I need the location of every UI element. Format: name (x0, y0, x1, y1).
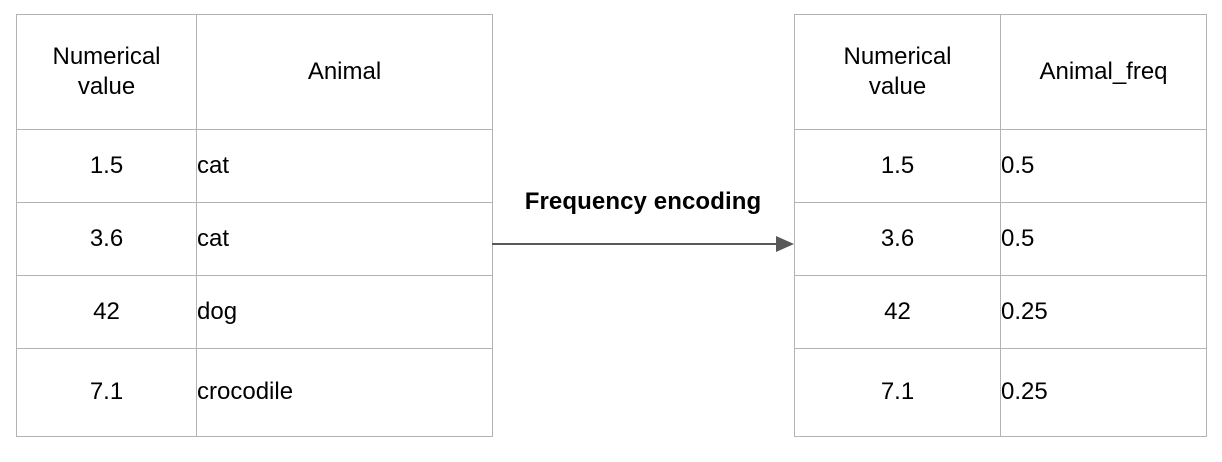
right-arrow-icon (492, 236, 794, 252)
encoded-cell-value: 1.5 (794, 129, 1001, 203)
encoded-cell-freq: 0.5 (1000, 129, 1207, 203)
transformation-arrow-group: Frequency encoding (492, 188, 794, 266)
header-line-2: value (868, 73, 927, 100)
encoded-cell-freq: 0.25 (1000, 275, 1207, 349)
encoded-cell-value: 3.6 (794, 202, 1001, 276)
source-header-numerical-value: Numerical value (16, 14, 197, 130)
source-cell-value: 42 (16, 275, 197, 349)
table-header-row: Numerical value Animal_freq (794, 14, 1207, 130)
table-row: 42 0.25 (794, 275, 1207, 349)
source-header-animal: Animal (196, 14, 493, 130)
source-cell-value: 1.5 (16, 129, 197, 203)
arrow-label: Frequency encoding (524, 188, 762, 215)
table-row: 42 dog (16, 275, 493, 349)
source-cell-animal: dog (196, 275, 493, 349)
source-cell-value: 3.6 (16, 202, 197, 276)
table-row: 3.6 cat (16, 202, 493, 276)
source-cell-animal: crocodile (196, 348, 493, 437)
source-table: Numerical value Animal 1.5 cat 3.6 cat 4… (16, 14, 493, 437)
encoded-header-numerical-value: Numerical value (794, 14, 1001, 130)
encoded-cell-value: 7.1 (794, 348, 1001, 437)
source-cell-value: 7.1 (16, 348, 197, 437)
table-row: 7.1 0.25 (794, 348, 1207, 437)
table-header-row: Numerical value Animal (16, 14, 493, 130)
encoded-cell-value: 42 (794, 275, 1001, 349)
source-cell-animal: cat (196, 202, 493, 276)
table-row: 7.1 crocodile (16, 348, 493, 437)
header-line-2: value (77, 73, 136, 100)
table-row: 1.5 0.5 (794, 129, 1207, 203)
encoded-cell-freq: 0.5 (1000, 202, 1207, 276)
header-line-1: Numerical (843, 43, 952, 71)
encoded-table: Numerical value Animal_freq 1.5 0.5 3.6 … (794, 14, 1207, 437)
encoded-header-animal-freq: Animal_freq (1000, 14, 1207, 130)
table-row: 3.6 0.5 (794, 202, 1207, 276)
encoded-cell-freq: 0.25 (1000, 348, 1207, 437)
header-line-1: Numerical (52, 43, 161, 71)
source-cell-animal: cat (196, 129, 493, 203)
table-row: 1.5 cat (16, 129, 493, 203)
